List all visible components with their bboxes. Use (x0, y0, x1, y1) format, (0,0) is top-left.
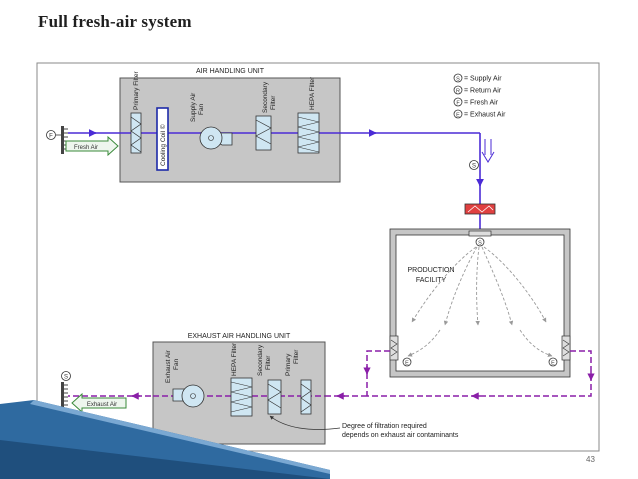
svg-text:E: E (405, 360, 409, 366)
fresh-air-symbol (46, 130, 56, 140)
svg-text:= Exhaust Air: = Exhaust Air (464, 112, 506, 119)
svg-text:Filter: Filter (293, 349, 300, 364)
room-exhaust-symbol-left (402, 357, 412, 367)
svg-text:S: S (64, 375, 68, 381)
ceiling-diffuser (468, 230, 492, 237)
eahu-title: EXHAUST AIR HANDLING UNIT (188, 333, 291, 340)
eahu-hepa-filter (230, 377, 253, 417)
ahu-title: AIR HANDLING UNIT (196, 68, 265, 75)
svg-text:Supply Air: Supply Air (190, 92, 197, 122)
eahu-secondary-filter (267, 379, 282, 415)
svg-text:FACILITY: FACILITY (416, 277, 447, 284)
diffuser-supply-symbol (475, 237, 485, 247)
fresh-air-label: Fresh Air (74, 145, 98, 151)
filtration-note: Degree of filtration required (342, 423, 427, 430)
svg-text:F: F (49, 134, 53, 140)
svg-text:Secondary: Secondary (257, 344, 264, 376)
svg-text:E: E (456, 112, 460, 118)
supply-symbol (469, 160, 479, 170)
ahu-secondary-filter (255, 115, 272, 151)
ahu-primary-filter (130, 112, 142, 154)
supply-air-fan (199, 126, 233, 150)
terminal-heater (464, 203, 496, 215)
svg-text:= Fresh Air: = Fresh Air (464, 100, 499, 107)
svg-text:Primary Filter: Primary Filter (133, 71, 140, 110)
cooling-coil (156, 107, 169, 171)
exhaust-air-arrow (71, 392, 127, 414)
svg-text:S: S (456, 76, 460, 82)
room-exhaust-grille-left (389, 335, 399, 361)
svg-text:HEPA Filter: HEPA Filter (231, 342, 238, 376)
svg-text:Filter: Filter (265, 355, 272, 370)
room-airflow (407, 246, 553, 357)
svg-text:E: E (551, 360, 555, 366)
production-title: PRODUCTION (407, 267, 454, 274)
slide-title: Full fresh-air system (38, 12, 192, 31)
page-number: 43 (586, 455, 595, 464)
svg-text:Fan: Fan (173, 358, 180, 370)
svg-text:= Supply Air: = Supply Air (464, 76, 502, 83)
exhaust-outlet-symbol (61, 371, 71, 381)
svg-text:Secondary: Secondary (262, 81, 269, 113)
exhaust-outlet-grille (61, 382, 64, 410)
svg-text:S: S (478, 240, 482, 246)
supply-arrow-symbol (481, 139, 495, 163)
svg-text:HEPA Filter: HEPA Filter (309, 76, 316, 110)
fresh-air-grille (61, 126, 64, 154)
svg-text:= Return Air: = Return Air (464, 88, 502, 95)
legend: S = Supply Air R = Return Air F = Fresh … (453, 73, 506, 119)
note-pointer (269, 415, 341, 430)
svg-text:F: F (456, 100, 460, 106)
fresh-air-arrow (65, 135, 119, 157)
svg-text:R: R (456, 88, 460, 94)
svg-text:depends on exhaust air contami: depends on exhaust air contaminants (342, 432, 459, 439)
svg-text:Fan: Fan (198, 103, 205, 115)
room-exhaust-grille-right (561, 335, 571, 361)
svg-text:S: S (472, 164, 476, 170)
svg-text:Primary: Primary (285, 353, 292, 376)
exhaust-air-label: Exhaust Air (87, 402, 117, 408)
eahu-primary-filter (300, 379, 312, 415)
exhaust-air-fan (172, 384, 205, 408)
room-exhaust-symbol-right (548, 357, 558, 367)
svg-text:Exhaust Air: Exhaust Air (165, 349, 172, 383)
production-room-inner (395, 234, 565, 372)
svg-text:Filter: Filter (270, 95, 277, 110)
svg-text:Cooling Coil ©: Cooling Coil © (159, 124, 167, 166)
